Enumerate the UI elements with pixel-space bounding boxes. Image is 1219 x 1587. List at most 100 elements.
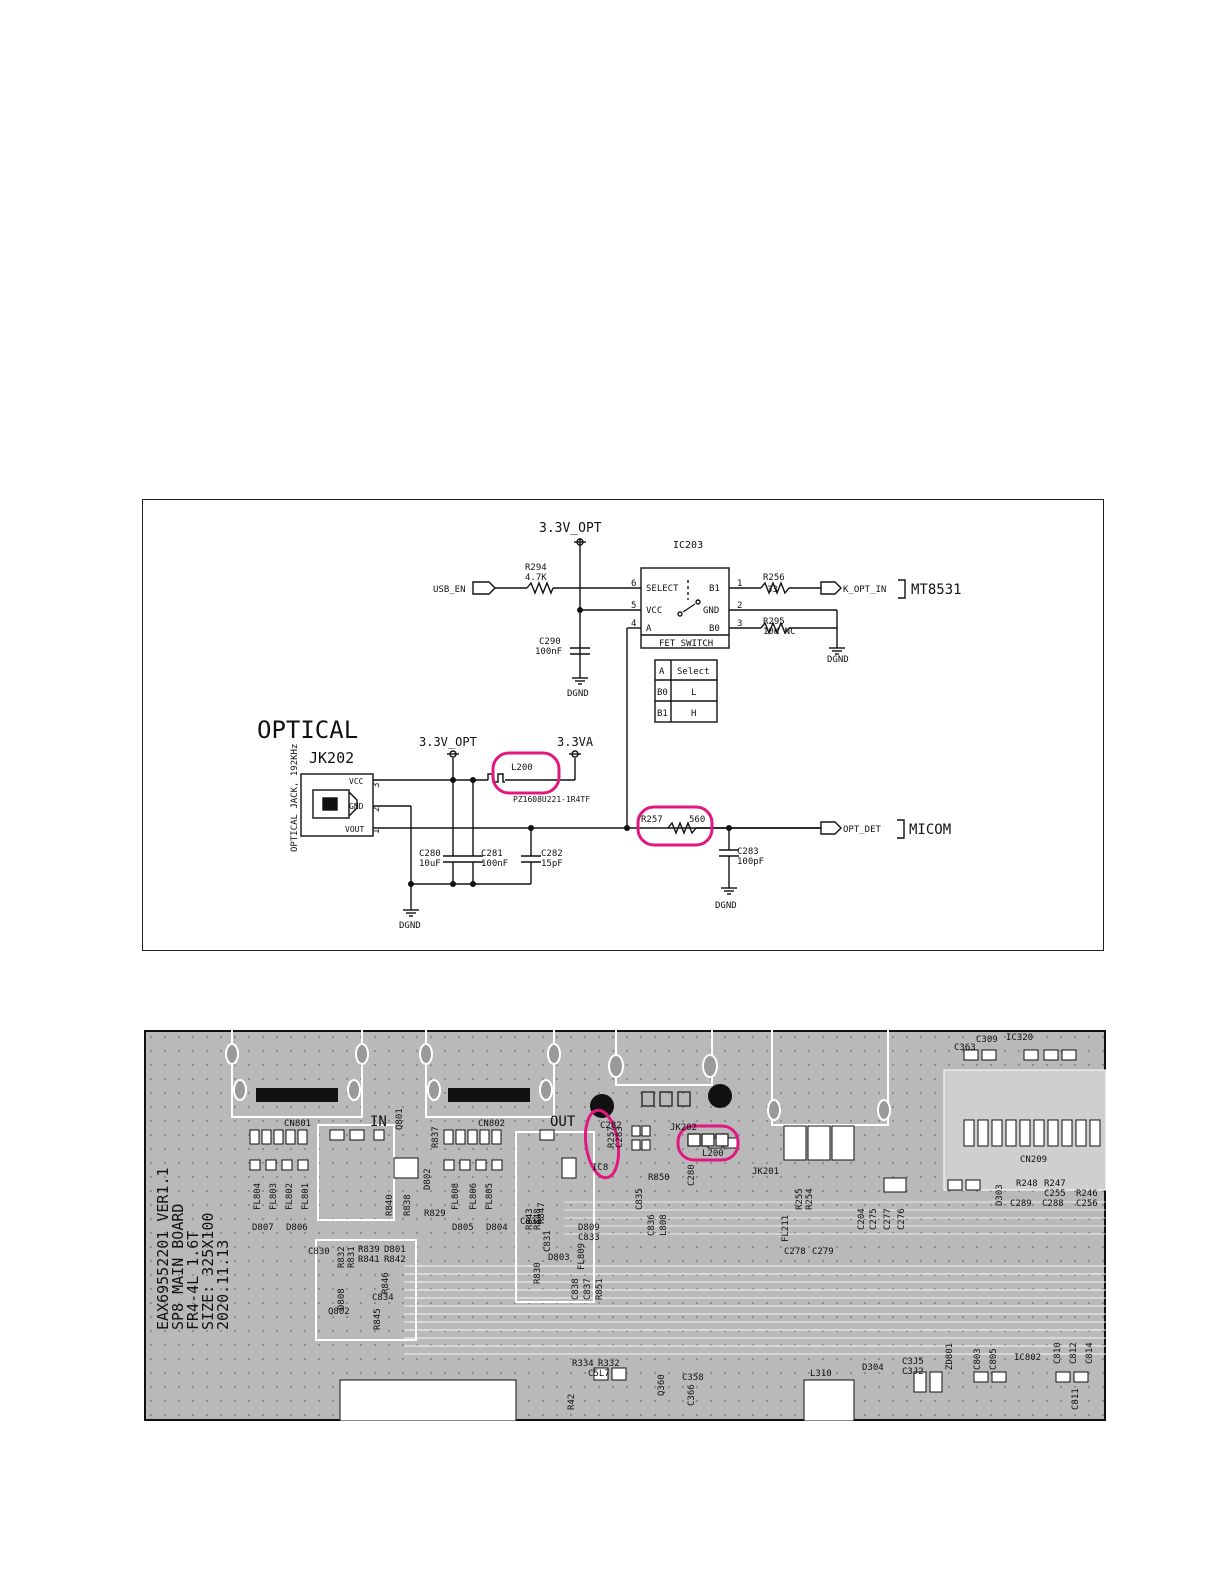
lbl-r829: R829 [424, 1209, 446, 1219]
lbl-r840: R840 [385, 1194, 395, 1216]
lbl-ic8x: IC8 [592, 1163, 608, 1173]
board-text-2: SP8 MAIN BOARD [169, 1204, 187, 1330]
lbl-fl806: FL806 [469, 1183, 479, 1210]
lbl-d804: D804 [486, 1223, 508, 1233]
ic-pin-select: SELECT [646, 584, 679, 594]
r256-value: 33 [767, 585, 778, 595]
lbl-d807: D807 [252, 1223, 274, 1233]
ic-num-6: 6 [631, 579, 636, 589]
lbl-c835: C835 [635, 1188, 645, 1210]
lbl-c833: C833 [578, 1233, 600, 1243]
truth-row2-a: B1 [657, 709, 668, 719]
c281-value: 100nF [481, 859, 508, 869]
lbl-r332: R332 [598, 1359, 620, 1369]
lbl-c814: C814 [1085, 1342, 1095, 1364]
lbl-d805: D805 [452, 1223, 474, 1233]
lbl-c803: C803 [973, 1348, 983, 1370]
dgnd-c283: DGND [715, 901, 737, 911]
lbl-q360: Q360 [657, 1374, 667, 1396]
pcb-l200-highlight [676, 1124, 740, 1162]
schematic-svg: 3.3V_OPT IC203 SELECT VCC A B1 GND B0 6 … [257, 521, 962, 931]
lbl-c810: C810 [1053, 1342, 1063, 1364]
lbl-d803: D803 [548, 1253, 570, 1263]
ic-pin-vcc: VCC [646, 606, 662, 616]
truth-header-a: A [659, 667, 665, 677]
r295-value: 10K NC [763, 627, 796, 637]
truth-row1-sel: L [691, 688, 696, 698]
lbl-r42: R42 [567, 1394, 577, 1410]
lbl-c255: C255 [1044, 1189, 1066, 1199]
pcb-r257-highlight [583, 1108, 621, 1180]
lbl-r832: R832 [337, 1246, 347, 1268]
lbl-fl809: FL809 [577, 1243, 587, 1270]
lbl-cn801: CN801 [284, 1119, 311, 1129]
lbl-fl211: FL211 [781, 1215, 791, 1242]
lbl-c830: C830 [308, 1247, 330, 1257]
jack-pin-vcc: VCC [349, 777, 364, 786]
mt8531-label: MT8531 [911, 582, 962, 598]
schematic-diagram: 3.3V_OPT IC203 SELECT VCC A B1 GND B0 6 … [142, 499, 1104, 951]
lbl-c837: C837 [583, 1278, 593, 1300]
lbl-c358: C358 [682, 1373, 704, 1383]
ic-num-3: 3 [737, 619, 742, 629]
lbl-r247: R247 [1044, 1179, 1066, 1189]
pcb-svg: EAX69552201 VER1.1 SP8 MAIN BOARD FR4-4L… [144, 1030, 1106, 1421]
lbl-zd801: ZD801 [945, 1343, 955, 1370]
lbl-r842: R842 [384, 1255, 406, 1265]
lbl-l808: L808 [659, 1214, 669, 1236]
micom-label: MICOM [909, 822, 951, 838]
c280-ref: C280 [419, 849, 441, 859]
c283-value: 100pF [737, 857, 764, 867]
r294-ref: R294 [525, 563, 547, 573]
ic-num-2: 2 [737, 601, 742, 611]
lbl-c278: C278 [784, 1247, 806, 1257]
lbl-r843: R843 [525, 1208, 535, 1230]
opt-det-label: OPT_DET [843, 825, 882, 835]
lbl-c811: C811 [1071, 1388, 1081, 1410]
lbl-r838: R838 [403, 1194, 413, 1216]
lbl-c838: C838 [571, 1278, 581, 1300]
opt-in-label: K_OPT_IN [843, 585, 886, 595]
lbl-c832: C832 [520, 1217, 542, 1227]
pcb-layout: EAX69552201 VER1.1 SP8 MAIN BOARD FR4-4L… [144, 1030, 1106, 1421]
lbl-r257: R257 [607, 1126, 617, 1148]
lbl-d801: D801 [384, 1245, 406, 1255]
supply-top-label: 3.3V_OPT [539, 521, 602, 536]
lbl-r248: R248 [1016, 1179, 1038, 1189]
r257-ref: R257 [641, 815, 663, 825]
lbl-c836: C836 [647, 1214, 657, 1236]
c282-ref: C282 [541, 849, 563, 859]
lbl-cn209: CN209 [1020, 1155, 1047, 1165]
usb-en-label: USB_EN [433, 585, 466, 595]
lbl-fl802: FL802 [285, 1183, 295, 1210]
jack-side-label: OPTICAL JACK, 192KHz [290, 744, 300, 852]
lbl-r255: R255 [795, 1188, 805, 1210]
jack-ref: JK202 [309, 749, 354, 767]
c282-value: 15pF [541, 859, 563, 869]
supply-left-label: 3.3V_OPT [419, 735, 477, 749]
board-text-1: EAX69552201 VER1.1 [154, 1167, 172, 1330]
r257-value: 560 [689, 815, 705, 825]
lbl-c275: C275 [869, 1208, 879, 1230]
truth-row2-sel: H [691, 709, 696, 719]
lbl-c3j5: C3J5 [902, 1357, 924, 1367]
lbl-r839: R839 [358, 1245, 380, 1255]
ic-num-4: 4 [631, 619, 636, 629]
lbl-r246: R246 [1076, 1189, 1098, 1199]
lbl-c280: C280 [687, 1164, 697, 1186]
lbl-d802: D802 [423, 1168, 433, 1190]
lbl-jk202: JK202 [670, 1123, 697, 1133]
lbl-cn802: CN802 [478, 1119, 505, 1129]
lbl-d809: D809 [578, 1223, 600, 1233]
lbl-fl804: FL804 [253, 1183, 263, 1210]
board-text-5: 2020.11.13 [214, 1240, 232, 1330]
lbl-d303: D303 [995, 1184, 1005, 1206]
lbl-c288: C288 [1042, 1199, 1064, 1209]
ic-pin-b0: B0 [709, 624, 720, 634]
supply-right-label: 3.3VA [557, 735, 594, 749]
lbl-r851: R851 [595, 1278, 605, 1300]
lbl-c289: C289 [1010, 1199, 1032, 1209]
lbl-c363: C363 [954, 1043, 976, 1053]
truth-header-select: Select [677, 667, 710, 677]
lbl-r850: R850 [648, 1173, 670, 1183]
